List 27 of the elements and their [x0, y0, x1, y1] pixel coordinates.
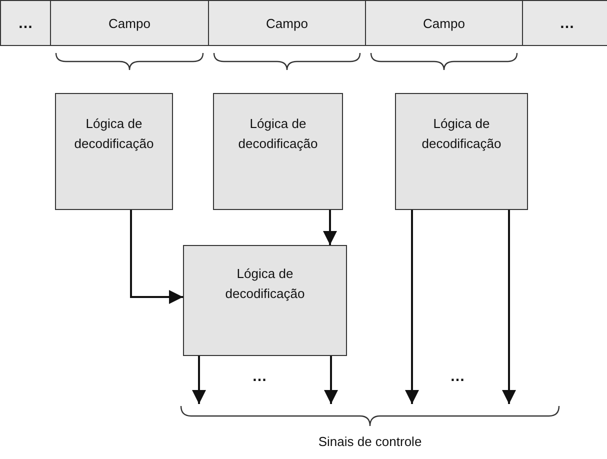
node-text: Campo [108, 16, 150, 30]
output-label: Sinais de controle [317, 434, 423, 449]
node-text: … [560, 14, 574, 32]
node-text: Lógica de decodificação [237, 115, 319, 153]
node-text: Campo [266, 16, 308, 30]
decoder-box [55, 93, 173, 210]
decoder-box [183, 245, 347, 356]
node-text: Lógica de decodificação [420, 115, 502, 153]
ellipsis: … [252, 368, 267, 385]
node-text: Campo [423, 16, 465, 30]
arrow [502, 210, 516, 404]
register-cell [0, 0, 51, 46]
arrow [405, 210, 419, 404]
arrow [324, 356, 338, 404]
register-cell [50, 0, 209, 46]
ellipsis: … [450, 368, 465, 385]
node-text: Lógica de decodificação [73, 115, 155, 153]
register-cell [208, 0, 366, 46]
arrow [130, 210, 183, 304]
arrow [323, 210, 337, 245]
arrow [192, 356, 206, 404]
decoder-box [395, 93, 528, 210]
node-text: Lógica de decodificação [224, 265, 306, 303]
node-text: … [18, 14, 33, 32]
register-cell [365, 0, 523, 46]
register-cell [522, 0, 607, 46]
decoder-box [213, 93, 343, 210]
